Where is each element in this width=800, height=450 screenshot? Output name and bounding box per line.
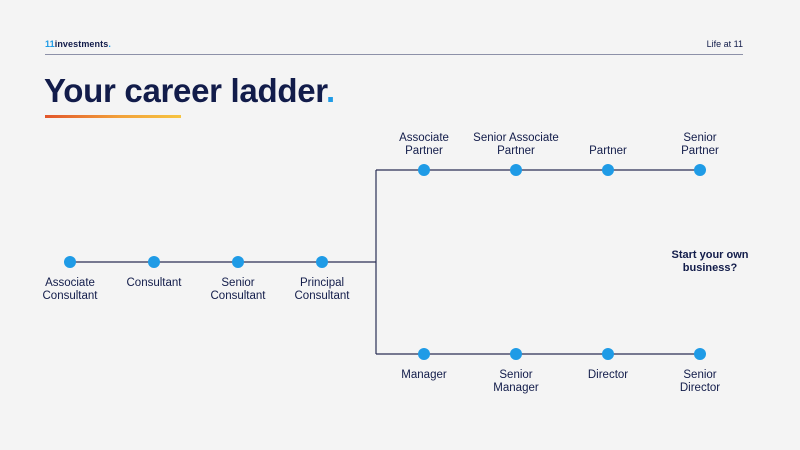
- lower-node-3: [602, 348, 614, 360]
- connector-lines: [70, 169, 700, 355]
- base-label-1: Associate Consultant: [42, 277, 98, 302]
- logo-text: investments: [54, 39, 109, 49]
- lower-node-2: [510, 348, 522, 360]
- base-node-4: [316, 256, 328, 268]
- base-node-1: [64, 256, 76, 268]
- title-dot: .: [325, 72, 335, 109]
- upper-label-2: Senior Associate Partner: [473, 132, 559, 157]
- lower-label-4: Senior Director: [679, 369, 721, 394]
- lower-label-2: Senior Manager: [493, 369, 539, 394]
- upper-node-2: [510, 164, 522, 176]
- upper-label-4: Senior Partner: [681, 132, 719, 157]
- logo-dot: .: [108, 39, 111, 49]
- base-node-3: [232, 256, 244, 268]
- base-label-4: Principal Consultant: [294, 277, 350, 302]
- upper-node-4: [694, 164, 706, 176]
- company-logo: 11investments.: [45, 39, 111, 49]
- title-text: Your career ladder: [44, 72, 326, 109]
- logo-number: 11: [45, 39, 55, 49]
- title-underline: [45, 115, 181, 118]
- base-label-2: Consultant: [126, 277, 182, 289]
- page-title: Your career ladder.: [44, 72, 335, 110]
- start-own-business-callout: Start your own business?: [671, 249, 749, 274]
- base-node-2: [148, 256, 160, 268]
- upper-node-3: [602, 164, 614, 176]
- lower-node-4: [694, 348, 706, 360]
- lower-node-1: [418, 348, 430, 360]
- upper-label-3: Partner: [589, 145, 627, 157]
- header-divider: [45, 54, 743, 55]
- base-label-3: Senior Consultant: [210, 277, 266, 302]
- upper-node-1: [418, 164, 430, 176]
- lower-label-3: Director: [587, 369, 629, 381]
- lower-label-1: Manager: [401, 369, 447, 381]
- section-label: Life at 11: [706, 39, 743, 49]
- ladder-nodes: [64, 164, 706, 360]
- upper-label-1: Associate Partner: [399, 132, 449, 157]
